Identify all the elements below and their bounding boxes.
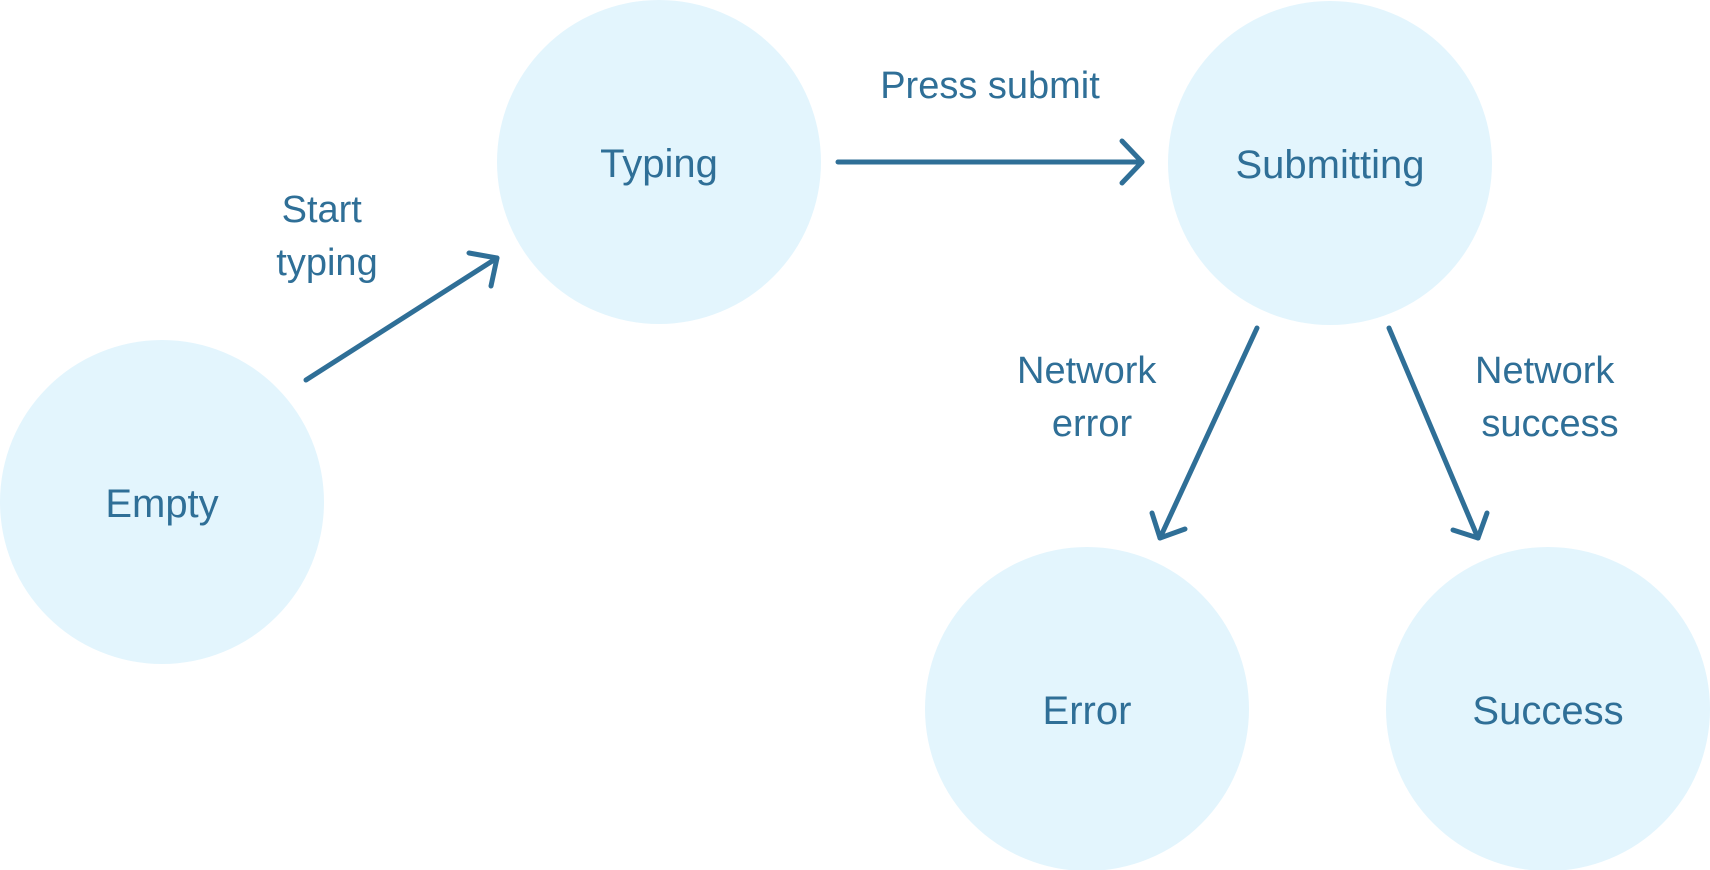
node-empty: Empty <box>0 340 324 664</box>
node-error: Error <box>925 547 1249 870</box>
arrow-submitting-to-error <box>1157 325 1260 541</box>
edge-submitting-to-error <box>1149 325 1260 541</box>
node-submitting-circle <box>1168 1 1492 325</box>
node-error-circle <box>925 547 1249 870</box>
node-typing-label: Typing <box>600 142 718 186</box>
edge-label-press-submit: Press submit <box>880 65 1100 107</box>
arrowhead-submitting-to-success <box>1450 510 1490 541</box>
node-success: Success <box>1386 547 1710 870</box>
node-typing: Typing <box>497 0 821 324</box>
node-typing-circle <box>497 0 821 324</box>
arrow-empty-to-typing <box>303 255 500 383</box>
arrowhead-typing-to-submitting <box>1119 138 1145 186</box>
node-success-circle <box>1386 547 1710 870</box>
edge-submitting-to-success <box>1386 325 1490 541</box>
node-error-label: Error <box>1043 689 1132 733</box>
edge-label-network-success: Network success <box>1475 350 1625 445</box>
edge-label-start-typing: Start typing <box>276 189 377 284</box>
edge-empty-to-typing <box>303 250 500 383</box>
node-submitting-label: Submitting <box>1236 143 1425 187</box>
node-empty-circle <box>0 340 324 664</box>
node-success-label: Success <box>1472 689 1623 733</box>
arrow-submitting-to-success <box>1386 325 1481 541</box>
node-submitting: Submitting <box>1168 1 1492 325</box>
arrowhead-empty-to-typing <box>466 250 500 289</box>
edge-label-network-error: Network error <box>1017 350 1167 445</box>
edge-typing-to-submitting <box>835 138 1145 186</box>
node-empty-label: Empty <box>105 482 218 526</box>
arrowhead-submitting-to-error <box>1149 510 1188 541</box>
